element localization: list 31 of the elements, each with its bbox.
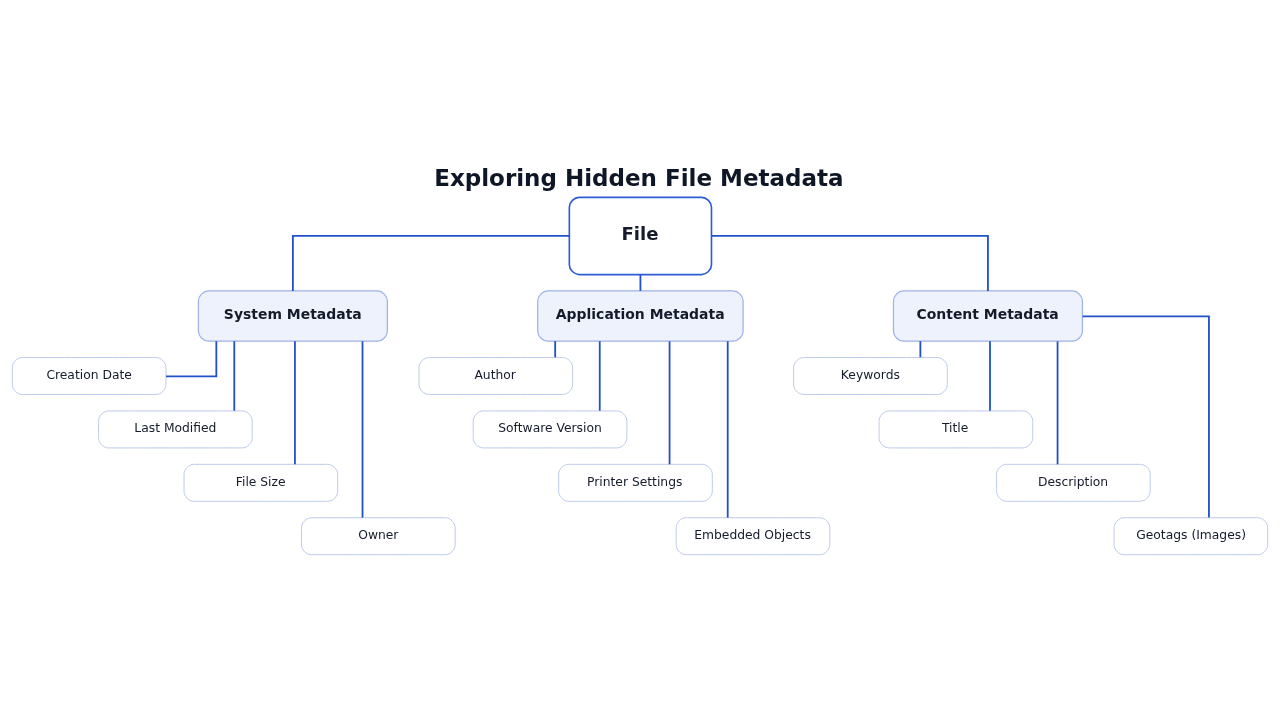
connector <box>598 340 601 412</box>
connector <box>554 340 557 359</box>
node-box: Keywords <box>793 357 948 395</box>
node-box: Embedded Objects <box>675 517 831 556</box>
connector <box>726 340 729 519</box>
node-box: Description <box>996 463 1151 502</box>
connector <box>361 340 364 519</box>
node-box: Creation Date <box>11 357 167 395</box>
connector <box>291 235 571 292</box>
node-box: Owner <box>301 517 456 556</box>
node-box: File Size <box>183 463 339 502</box>
connector <box>1056 340 1059 466</box>
node-box: Software Version <box>472 410 628 449</box>
node-box: Author <box>418 357 574 395</box>
diagram-title: Exploring Hidden File Metadata <box>434 165 844 192</box>
connector <box>165 340 218 378</box>
node-box: Content Metadata <box>892 290 1084 342</box>
node-box: Application Metadata <box>537 290 744 342</box>
node-box: Last Modified <box>98 410 253 449</box>
connector <box>710 235 989 292</box>
node-box: File <box>568 196 713 276</box>
node-box: Title <box>878 410 1034 449</box>
connector <box>668 340 671 466</box>
node-box: System Metadata <box>197 290 388 342</box>
connector <box>989 340 991 412</box>
connector <box>1081 315 1210 519</box>
connector <box>919 340 922 359</box>
node-box: Geotags (Images) <box>1113 517 1269 556</box>
connector <box>233 340 236 412</box>
node-box: Printer Settings <box>558 463 713 502</box>
connector <box>294 340 296 466</box>
